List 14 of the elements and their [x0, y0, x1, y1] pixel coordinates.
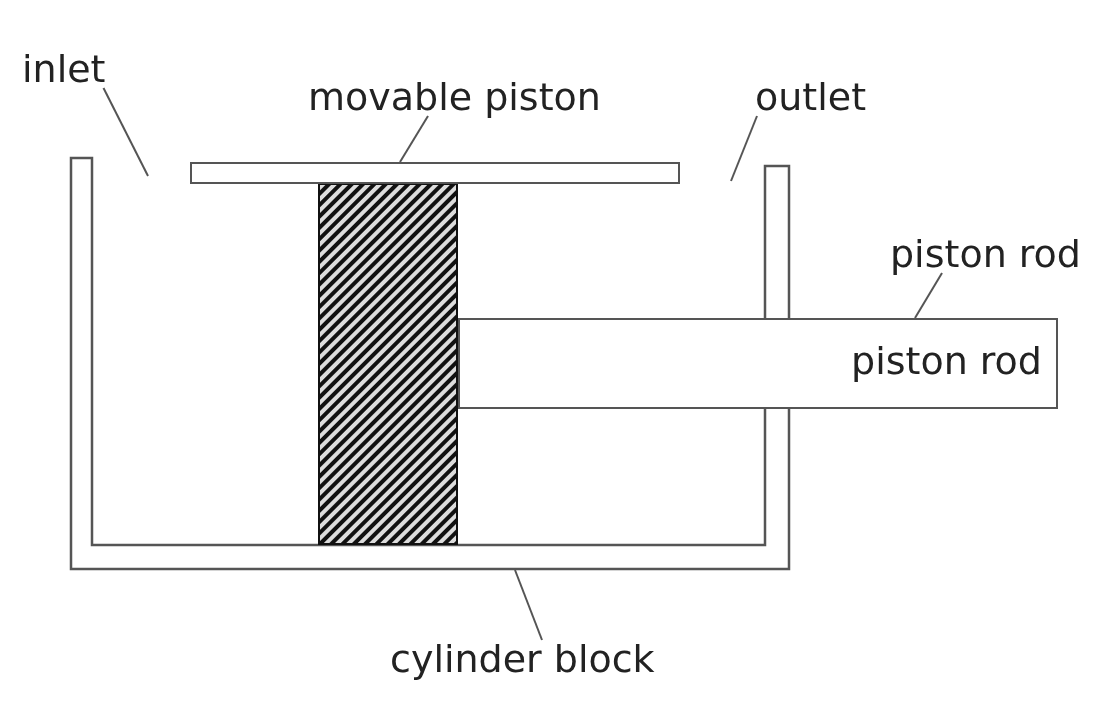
leader-line [514, 569, 543, 641]
piston [190, 162, 680, 545]
part-label: inlet [22, 50, 106, 88]
part-label: cylinder block [390, 640, 655, 678]
leader-line [914, 272, 943, 319]
part-label: movable piston [308, 78, 601, 116]
leader-line [730, 115, 758, 182]
part-label: piston rod [851, 342, 1042, 380]
cylinder-block [70, 157, 790, 570]
part-label: piston rod [890, 235, 1081, 273]
part-label: outlet [755, 78, 867, 116]
leader-line [399, 115, 429, 163]
leader-line [102, 87, 149, 177]
piston-rod [458, 318, 1058, 409]
